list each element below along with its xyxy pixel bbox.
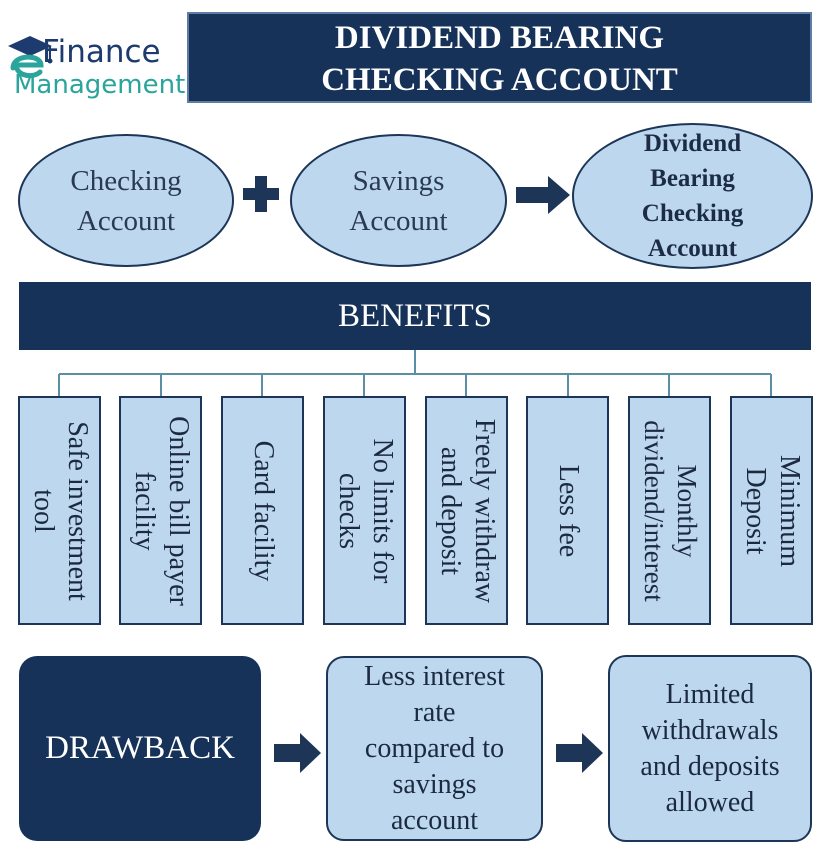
benefits-heading: BENEFITS [337,297,492,334]
right-arrow-icon [556,733,603,773]
drawback-limited-withdrawals-label: Limited withdrawals and deposits allowed [640,678,780,818]
benefit-label: Safe investment tool [27,420,93,601]
benefits-connector-lines [58,350,772,396]
benefit-label: No limits for checks [332,438,398,583]
drawback-less-interest-box: Less interest rate compared to savings a… [326,656,543,841]
dividend-bearing-checking-account-oval: Dividend Bearing Checking Account [572,123,813,269]
right-arrow-icon [274,733,321,773]
checking-account-label: Checking Account [70,164,182,237]
dividend-bearing-checking-account-label: Dividend Bearing Checking Account [641,130,744,262]
drawback-heading: DRAWBACK [45,730,235,766]
savings-account-oval: Savings Account [290,134,507,267]
benefit-box-freely-withdraw: Freely withdraw and deposit [425,396,508,625]
benefit-box-safe-investment: Safe investment tool [18,396,101,625]
benefit-box-no-limits-checks: No limits for checks [323,396,406,625]
plus-icon [243,176,279,212]
checking-account-oval: Checking Account [18,134,234,267]
page-title-text: DIVIDEND BEARING CHECKING ACCOUNT [321,20,678,98]
savings-account-label: Savings Account [349,164,448,237]
logo-text-management: Management [14,70,186,100]
right-arrow-icon [516,176,570,214]
benefit-label: Monthly dividend/interest [638,419,702,602]
benefit-label: Minimum Deposit [739,454,805,567]
benefit-label: Online bill payer facility [128,415,194,606]
page-title: DIVIDEND BEARING CHECKING ACCOUNT [187,12,812,103]
benefit-box-card-facility: Card facility [221,396,304,625]
benefit-box-online-bill-payer: Online bill payer facility [119,396,202,625]
benefit-label: Card facility [247,440,279,581]
drawback-less-interest-label: Less interest rate compared to savings a… [364,660,505,836]
benefit-box-less-fee: Less fee [526,396,609,625]
benefit-box-minimum-deposit: Minimum Deposit [730,396,813,625]
graduation-cap-e-icon [8,36,53,79]
logo: Finance Management [4,10,186,105]
drawback-limited-withdrawals-box: Limited withdrawals and deposits allowed [608,655,812,842]
logo-text-finance: Finance [42,34,161,70]
benefit-box-monthly-dividend: Monthly dividend/interest [628,396,711,625]
benefit-label: Freely withdraw and deposit [434,418,500,603]
drawback-box: DRAWBACK [19,656,261,841]
benefit-label: Less fee [552,464,584,557]
benefits-header: BENEFITS [19,282,811,350]
